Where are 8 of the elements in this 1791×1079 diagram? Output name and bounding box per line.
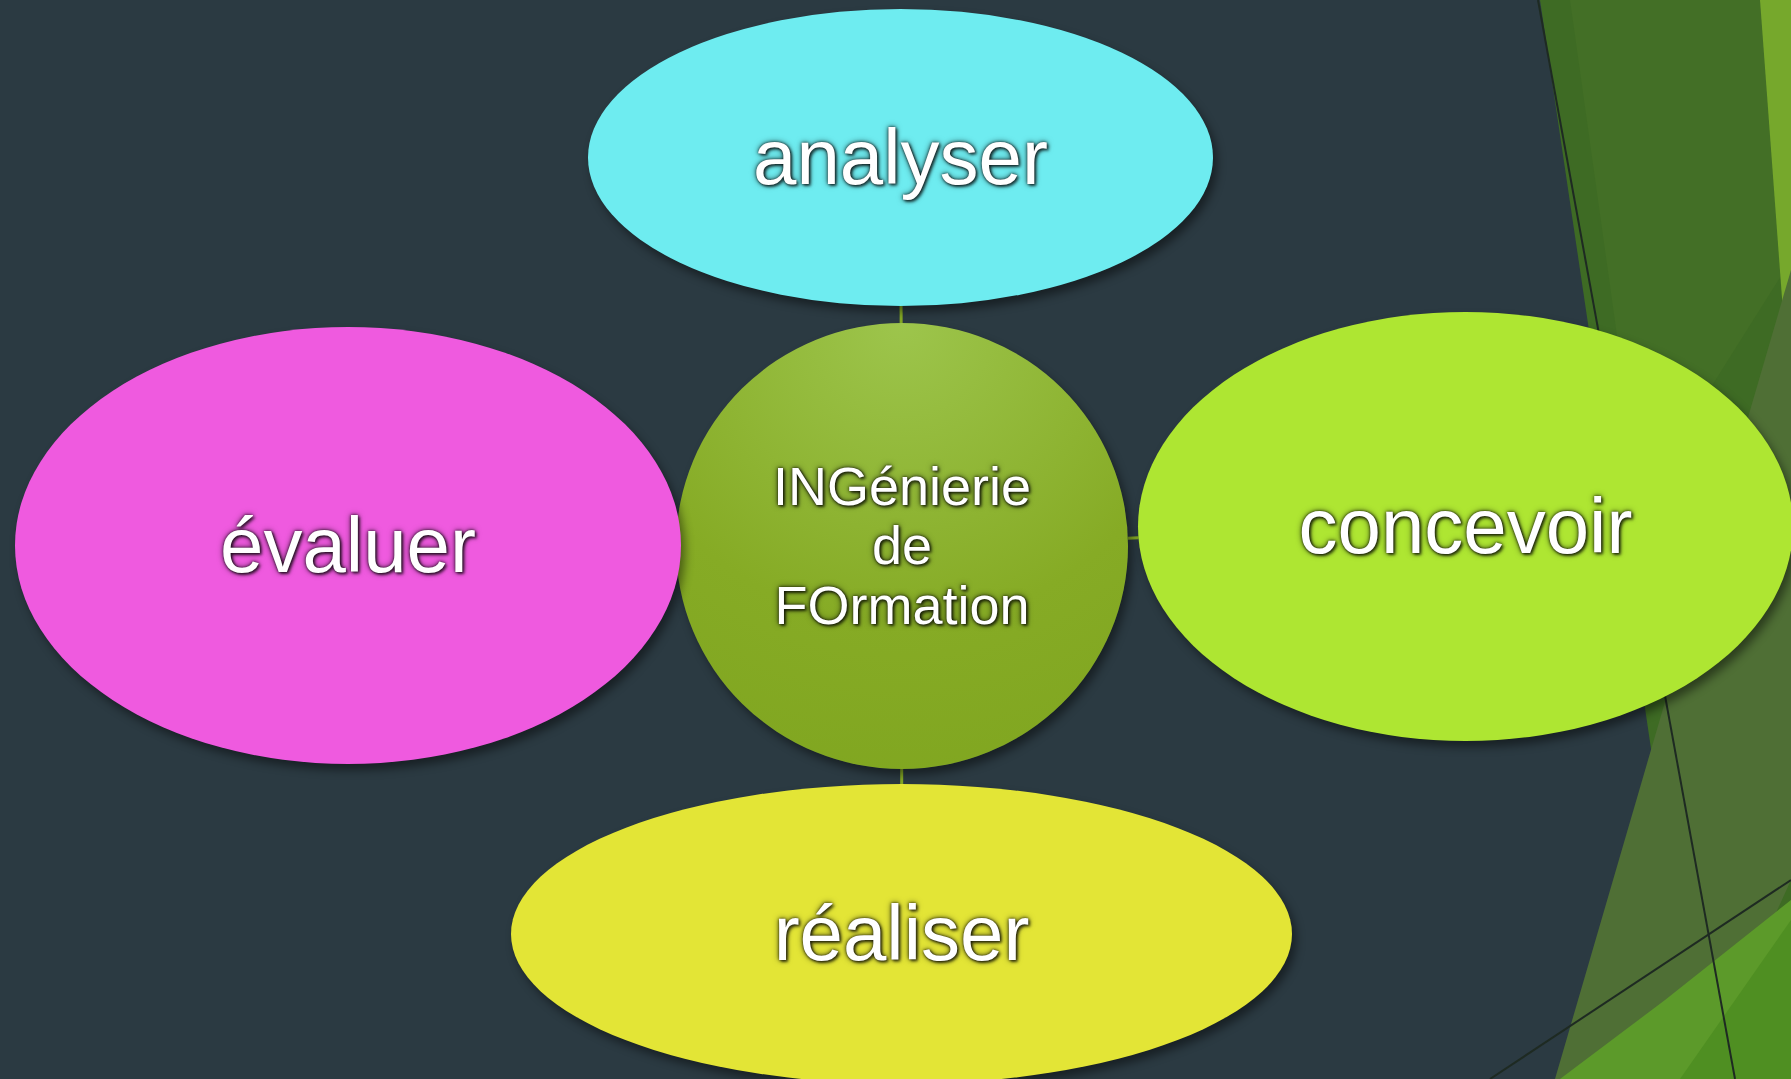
node-label: analyser — [753, 114, 1048, 201]
node-label: évaluer — [220, 502, 476, 589]
connector-line — [899, 306, 903, 323]
node-label: concevoir — [1298, 483, 1633, 570]
connector-line — [900, 769, 904, 784]
node-label: INGénierie de FOrmation — [771, 456, 1033, 636]
node-label: réaliser — [773, 891, 1030, 977]
connector-line — [1127, 536, 1139, 540]
